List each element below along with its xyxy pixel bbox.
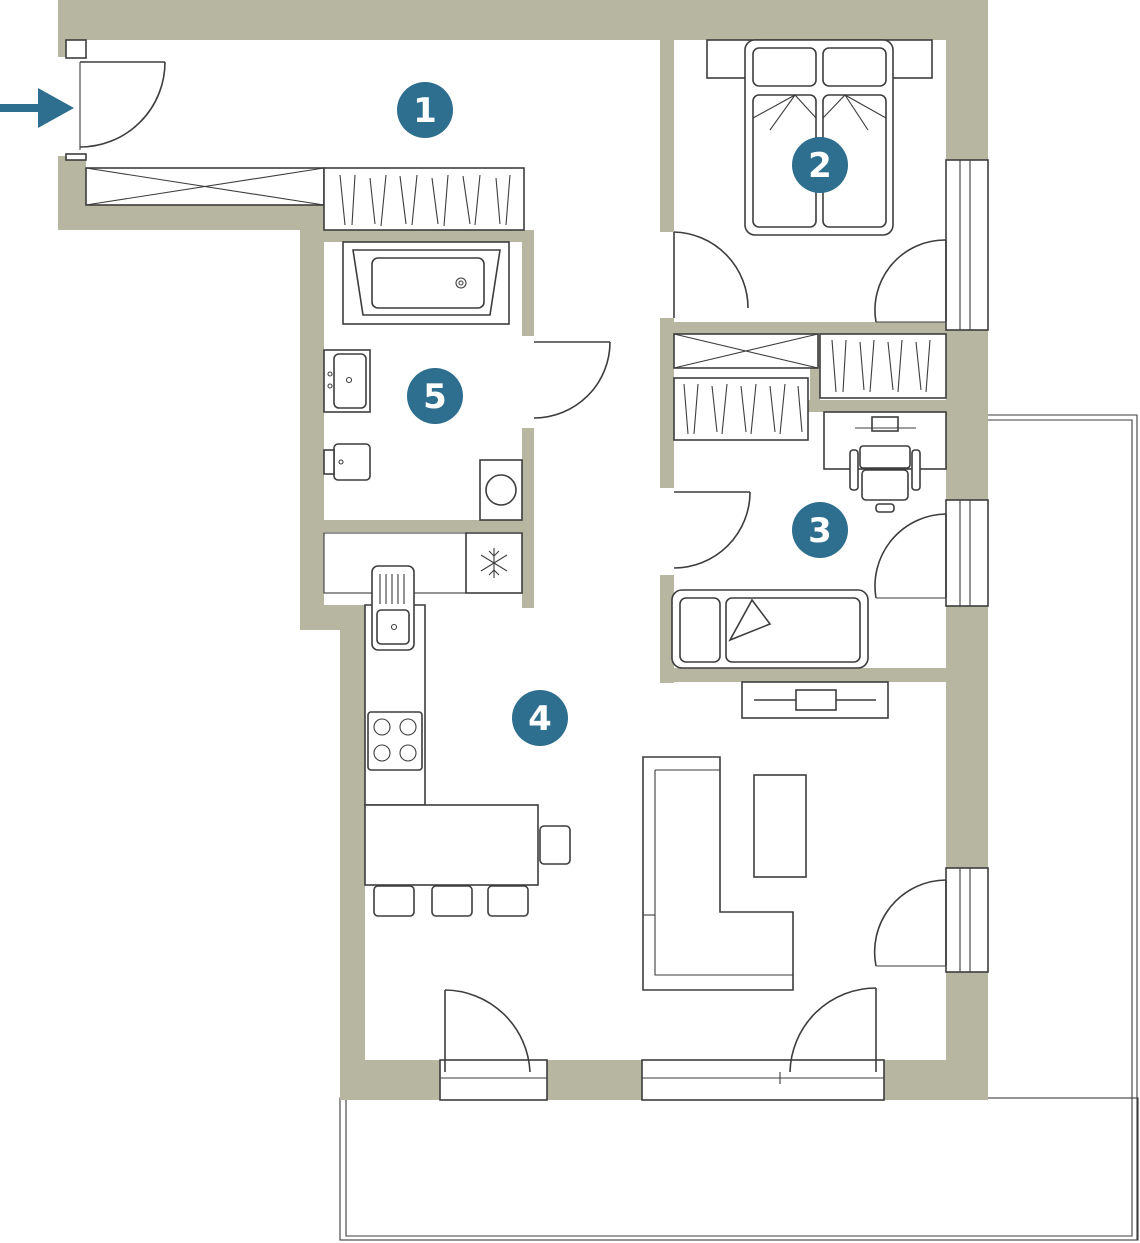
room-4-badge: 4 [512, 690, 568, 746]
double-bed [706, 39, 933, 236]
room-5-badge: 5 [407, 368, 463, 424]
room-1-label: 1 [413, 91, 437, 131]
entry-arrow-icon [0, 88, 74, 128]
room-3-badge: 3 [792, 502, 848, 558]
snowflake-icon [480, 548, 508, 578]
room-2-label: 2 [808, 146, 832, 186]
dining-table [364, 804, 571, 917]
tv-unit [741, 681, 889, 719]
bathtub [342, 241, 510, 325]
room-5-label: 5 [423, 377, 447, 417]
corner-sofa [642, 756, 794, 991]
desk-with-chair [823, 411, 947, 513]
room-4-label: 4 [528, 699, 552, 739]
single-bed [671, 589, 869, 669]
entry-door [65, 39, 166, 161]
bedroom-2-door [673, 231, 749, 318]
coffee-table [753, 774, 807, 878]
bathroom-sink [323, 349, 371, 413]
bathroom-door [533, 341, 611, 419]
living-window-bottom [641, 987, 885, 1101]
bedroom-wardrobes [673, 333, 947, 441]
room-3-label: 3 [808, 511, 832, 551]
room-1-badge: 1 [397, 82, 453, 138]
room-2-badge: 2 [792, 137, 848, 193]
bedroom-2-window [874, 159, 989, 331]
balcony-door-left [439, 989, 548, 1101]
living-window-right [873, 867, 989, 973]
bedroom-3-door [673, 491, 751, 569]
cooktop [367, 711, 423, 771]
washing-machine [479, 459, 523, 521]
hall-wardrobe [85, 167, 525, 231]
toilet [323, 443, 371, 481]
bedroom-3-window [874, 499, 989, 607]
walls [58, 0, 988, 1100]
